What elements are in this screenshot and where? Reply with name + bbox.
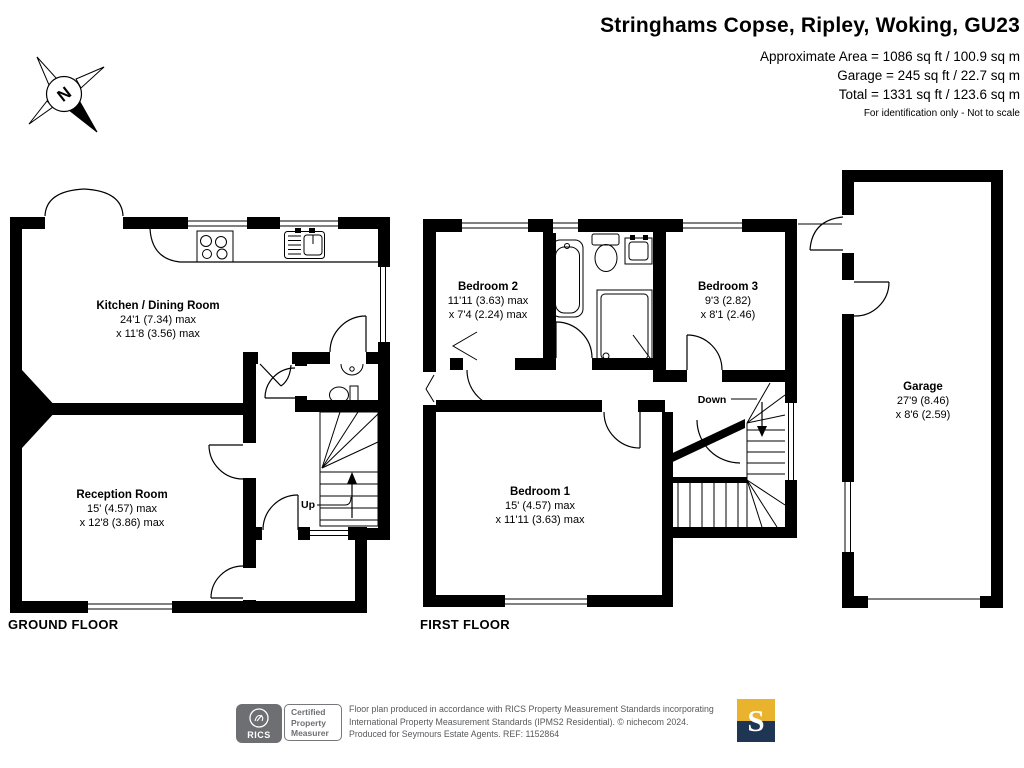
stairs-up-label: Up [301, 499, 315, 511]
svg-text:24'1 (7.34) max: 24'1 (7.34) max [120, 314, 197, 326]
rics-lion-icon [249, 708, 269, 728]
room-label-kitchen: Kitchen / Dining Room 24'1 (7.34) max x … [96, 300, 219, 340]
room-label-reception: Reception Room 15' (4.57) max x 12'8 (3.… [76, 489, 167, 529]
footer: RICS Certified Property Measurer Floor p… [0, 698, 1024, 750]
logo-gold-half [737, 699, 775, 721]
first-floor-plan: Down Bedroom 2 11'11 (3.63) max x 7'4 (2… [423, 218, 798, 608]
cert-line: Certified [291, 707, 326, 717]
svg-text:11'11 (3.63) max: 11'11 (3.63) max [448, 295, 529, 307]
shower-icon [596, 289, 653, 364]
seymours-logo: S [737, 699, 775, 742]
footer-line3: Produced for Seymours Estate Agents. REF… [349, 729, 560, 740]
room-label-bedroom3: Bedroom 3 9'3 (2.82) x 8'1 (2.46) [698, 281, 758, 321]
svg-text:Garage: Garage [903, 381, 943, 393]
cert-line: Property [291, 717, 326, 728]
svg-text:x 11'8 (3.56) max: x 11'8 (3.56) max [116, 328, 200, 340]
up-arrow-icon [347, 472, 357, 484]
svg-text:15' (4.57) max: 15' (4.57) max [87, 503, 157, 515]
svg-text:x 8'1 (2.46): x 8'1 (2.46) [701, 309, 756, 321]
ground-floor-plan: Up Kitchen / Dining Room 24'1 (7.34) max… [10, 188, 391, 614]
toilet-icon [591, 233, 620, 272]
stairs-down [677, 382, 786, 528]
wc-basin-icon [340, 363, 364, 376]
disclaimer: For identification only - Not to scale [863, 108, 1020, 119]
down-arrow-icon [757, 426, 767, 437]
cert-line: Measurer [291, 728, 329, 738]
first-floor-caption: FIRST FLOOR [420, 617, 510, 632]
svg-text:x 8'6 (2.59): x 8'6 (2.59) [896, 409, 951, 421]
certified-measurer-badge: Certified Property Measurer [284, 704, 342, 741]
garage-plan: Garage 27'9 (8.46) x 8'6 (2.59) [798, 170, 1003, 609]
chimney-breast [22, 370, 58, 448]
door-arc [44, 188, 85, 217]
logo-letter: S [747, 702, 765, 738]
svg-text:27'9 (8.46): 27'9 (8.46) [897, 395, 949, 407]
room-label-bedroom1: Bedroom 1 15' (4.57) max x 11'11 (3.63) … [495, 486, 585, 526]
footer-line1: Floor plan produced in accordance with R… [349, 704, 714, 714]
stairs-down-label: Down [698, 394, 727, 406]
hob-icon [196, 230, 234, 263]
french-door-opening [45, 216, 123, 230]
svg-text:9'3 (2.82): 9'3 (2.82) [705, 295, 751, 307]
ground-floor-caption: GROUND FLOOR [8, 617, 119, 632]
svg-text:x 12'8 (3.86) max: x 12'8 (3.86) max [80, 517, 165, 529]
bath-icon [551, 239, 584, 318]
wardrobe-doors-icon [452, 331, 478, 361]
logo-navy-half [737, 720, 775, 742]
svg-text:Bedroom 3: Bedroom 3 [698, 281, 758, 293]
svg-text:15' (4.57) max: 15' (4.57) max [505, 500, 575, 512]
up-leader-line [317, 496, 352, 506]
footer-text: Floor plan produced in accordance with R… [349, 703, 729, 741]
cupboard-doors-icon [425, 374, 435, 403]
page-title: Stringhams Copse, Ripley, Woking, GU23 [600, 14, 1020, 37]
rics-badge: RICS [236, 704, 282, 743]
wc-toilet-icon [329, 385, 359, 405]
footer-line2: International Property Measurement Stand… [349, 716, 689, 727]
svg-text:Bedroom 1: Bedroom 1 [510, 486, 571, 498]
sink-icon [284, 228, 325, 259]
area-approximate: Approximate Area = 1086 sq ft / 100.9 sq… [759, 49, 1020, 64]
svg-text:x 11'11 (3.63) max: x 11'11 (3.63) max [495, 514, 585, 526]
rics-label: RICS [247, 730, 271, 740]
compass-icon: N [28, 56, 105, 133]
bathroom-sink-icon [624, 235, 653, 265]
stairs-up [319, 411, 379, 527]
svg-text:Bedroom 2: Bedroom 2 [458, 281, 518, 293]
room-label-garage: Garage 27'9 (8.46) x 8'6 (2.59) [896, 381, 951, 421]
kitchen-counter [149, 228, 378, 263]
room-label-bedroom2: Bedroom 2 11'11 (3.63) max x 7'4 (2.24) … [448, 281, 529, 321]
area-total: Total = 1331 sq ft / 123.6 sq m [838, 87, 1020, 102]
area-garage: Garage = 245 sq ft / 22.7 sq m [837, 68, 1020, 83]
svg-text:Kitchen / Dining Room: Kitchen / Dining Room [96, 300, 219, 312]
svg-text:Reception Room: Reception Room [76, 489, 167, 501]
header: Stringhams Copse, Ripley, Woking, GU23 A… [320, 14, 1020, 119]
svg-text:x 7'4 (2.24) max: x 7'4 (2.24) max [449, 309, 528, 321]
